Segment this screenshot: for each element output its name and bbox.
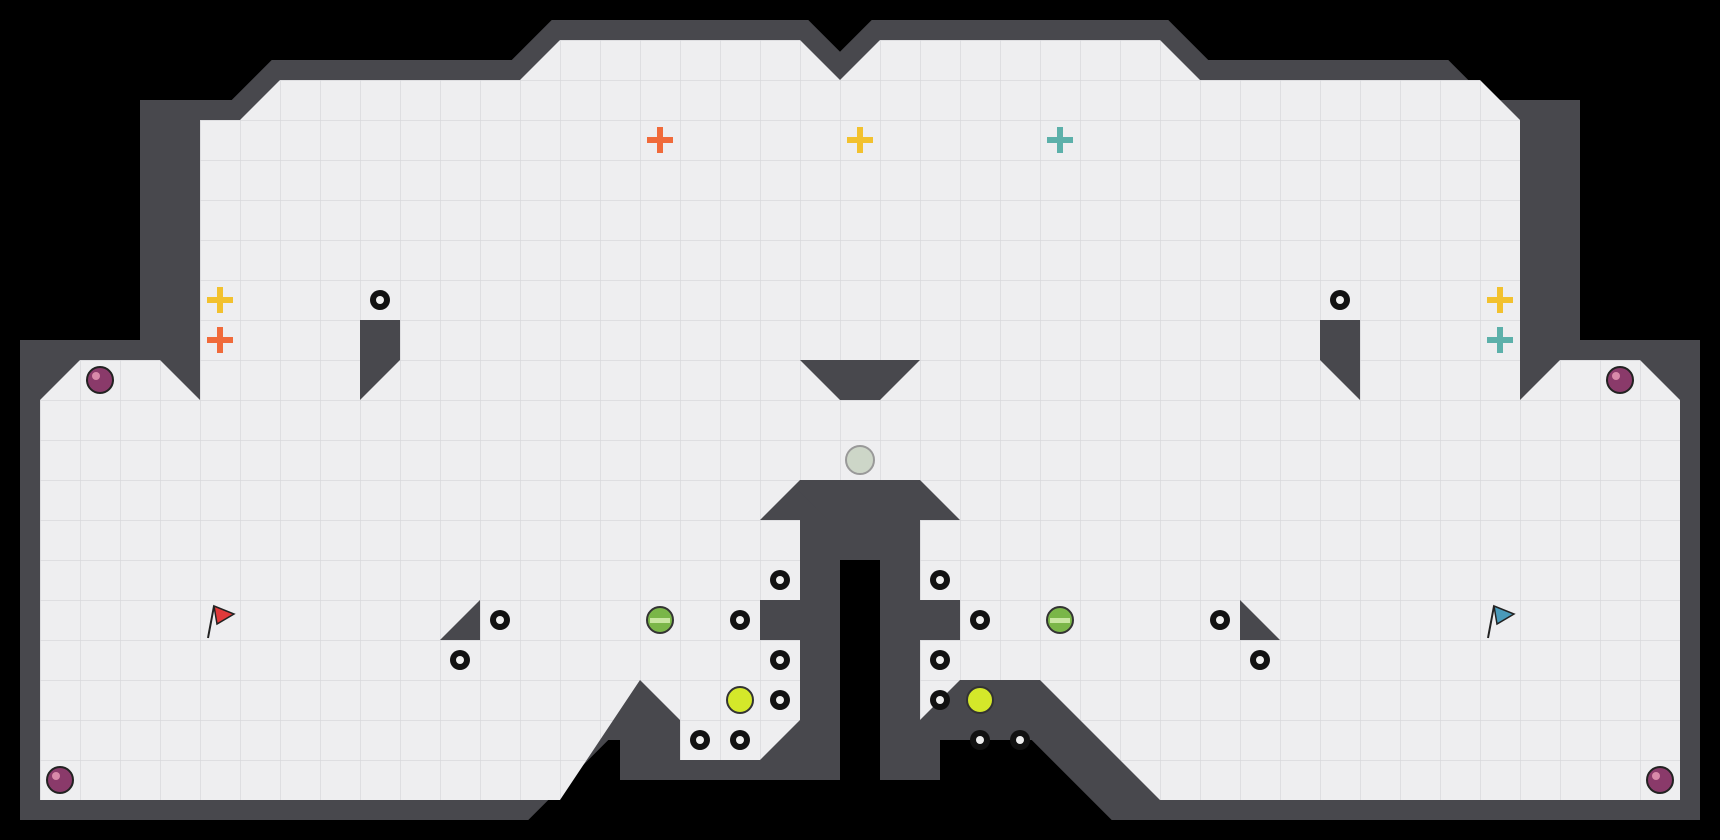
spike-icon [1330, 290, 1350, 310]
boost-icon [207, 287, 233, 313]
map-floor [40, 40, 1680, 800]
wall-triangle-left [360, 320, 400, 400]
spike-icon [770, 570, 790, 590]
spike-icon [450, 650, 470, 670]
boost-icon [1047, 127, 1073, 153]
powerup-icon [646, 606, 674, 634]
flag-icon [207, 604, 236, 639]
bomb-icon [1646, 766, 1674, 794]
center-shaft [840, 560, 880, 840]
bombs [46, 366, 1674, 794]
wall-ramp-left [440, 600, 480, 640]
spike-icon [770, 650, 790, 670]
spike-icon [690, 730, 710, 750]
wall-divider-right [920, 600, 960, 640]
spike-icon [370, 290, 390, 310]
spike-icon [970, 610, 990, 630]
powerups [646, 606, 1074, 634]
spike-icon [930, 690, 950, 710]
gate-buttons [726, 686, 994, 714]
powerup-icon [1046, 606, 1074, 634]
spike-icon [730, 610, 750, 630]
boost-icon [1487, 327, 1513, 353]
spike-icon [770, 690, 790, 710]
inner-walls [360, 320, 1360, 640]
shaft-wall [800, 520, 920, 560]
spike-icon [1250, 650, 1270, 670]
bomb-icon [46, 766, 74, 794]
spike-icon [930, 650, 950, 670]
flag-icon [1487, 604, 1516, 639]
spike-icon [1210, 610, 1230, 630]
boost-icon [647, 127, 673, 153]
spike-icon [490, 610, 510, 630]
spike-icon [970, 730, 990, 750]
flags [207, 604, 1516, 639]
bomb-icon [86, 366, 114, 394]
marsball-icon [845, 445, 875, 475]
gate-button-icon [726, 686, 754, 714]
boost-icon [1487, 287, 1513, 313]
boost-icon [847, 127, 873, 153]
boost-icon [207, 327, 233, 353]
wall-divider-left [760, 600, 800, 640]
gate-button-icon [966, 686, 994, 714]
wall-triangle-right [1320, 320, 1360, 400]
bomb-icon [1606, 366, 1634, 394]
spikes [370, 290, 1350, 750]
spike-icon [1010, 730, 1030, 750]
wall-triangle-center [800, 360, 920, 400]
spike-icon [730, 730, 750, 750]
wall-ramp-right [1240, 600, 1280, 640]
boosts [207, 127, 1513, 353]
spike-icon [930, 570, 950, 590]
